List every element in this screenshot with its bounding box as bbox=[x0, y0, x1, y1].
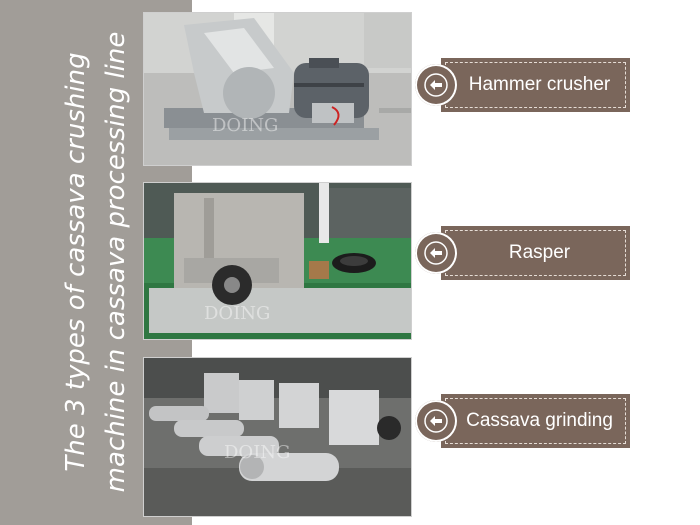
label-box: Rasper bbox=[441, 226, 630, 280]
watermark-1: DOING bbox=[212, 115, 278, 136]
arrow-left-icon bbox=[422, 71, 450, 99]
side-title-line-2: machine in cassava processing line bbox=[101, 31, 131, 493]
rasper-image: DOING bbox=[144, 183, 411, 339]
arrow-left-icon bbox=[422, 407, 450, 435]
hammer-crusher-image: DOING bbox=[144, 13, 411, 165]
arrow-left-button bbox=[415, 400, 457, 442]
label-text: Rasper bbox=[508, 242, 571, 263]
hammer-crusher-photo: DOING bbox=[143, 12, 412, 166]
label-text: Hammer crusher bbox=[468, 74, 611, 95]
label-hammer-crusher: Hammer crusher bbox=[415, 58, 630, 112]
label-text: Cassava grinding bbox=[466, 410, 613, 431]
label-cassava-grinding: Cassava grinding bbox=[415, 394, 630, 448]
watermark-3: DOING bbox=[224, 442, 290, 463]
watermark-2: DOING bbox=[204, 303, 270, 324]
label-box: Hammer crusher bbox=[441, 58, 630, 112]
rasper-photo: DOING bbox=[143, 182, 412, 340]
label-box: Cassava grinding bbox=[441, 394, 630, 448]
cassava-grinding-photo: DOING bbox=[143, 357, 412, 517]
side-title-line-1: The 3 types of cassava crushing bbox=[61, 52, 91, 472]
label-rasper: Rasper bbox=[415, 226, 630, 280]
arrow-left-button bbox=[415, 232, 457, 274]
side-title: The 3 types of cassava crushing machine … bbox=[56, 12, 136, 512]
cassava-grinding-image: DOING bbox=[144, 358, 411, 516]
arrow-left-icon bbox=[422, 239, 450, 267]
arrow-left-button bbox=[415, 64, 457, 106]
